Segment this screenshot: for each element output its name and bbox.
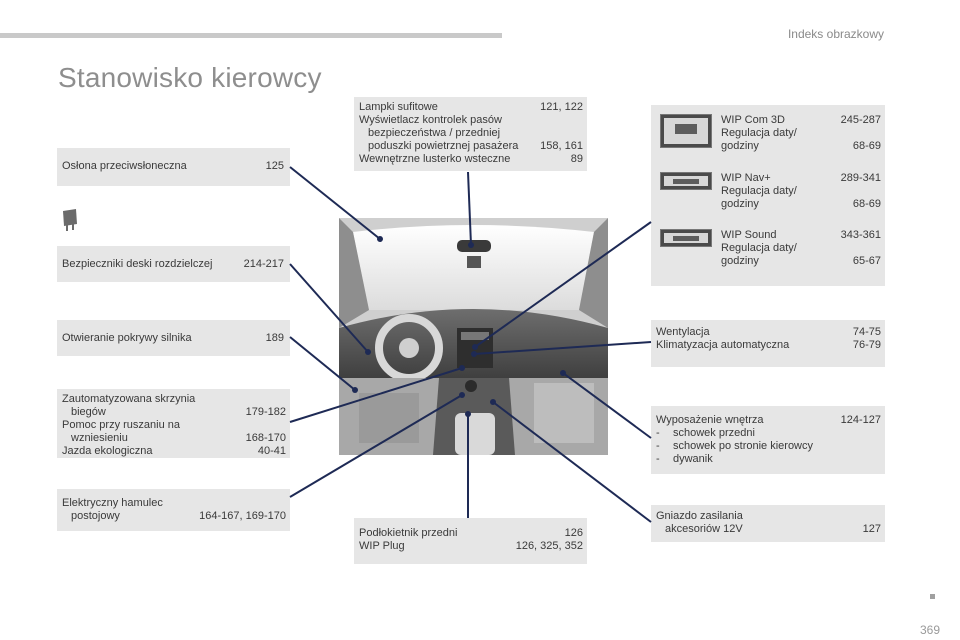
pages: 343-361 <box>840 229 881 241</box>
line: Klimatyzacja automatyczna <box>656 339 790 351</box>
line: godziny <box>721 255 759 267</box>
box-wentylacja: Wentylacja 74-75 Klimatyzacja automatyczn… <box>651 320 885 367</box>
pages: 40-41 <box>257 445 286 457</box>
pages: 189 <box>265 332 284 344</box>
box-bezpieczniki: Bezpieczniki deski rozdzielczej 214-217 <box>57 246 290 282</box>
line: biegów <box>71 406 106 418</box>
list-item: schowek po stronie kierowcy <box>673 440 814 452</box>
line: Regulacja daty/ <box>721 185 797 197</box>
box-hamulec: Elektryczny hamulec postojowy 164-167, 16… <box>57 489 290 531</box>
box-lampki: Lampki sufitowe 121, 122 Wyświetlacz kont… <box>354 97 587 171</box>
label: Otwieranie pokrywy silnika <box>62 332 192 344</box>
line: Regulacja daty/ <box>721 242 797 254</box>
box-skrzynia: Zautomatyzowana skrzynia biegów 179-182 P… <box>57 389 290 458</box>
header-bar <box>0 33 502 38</box>
line: Gniazdo zasilania <box>656 510 743 522</box>
pages: 168-170 <box>245 432 286 444</box>
pages: 179-182 <box>245 406 286 418</box>
box-gniazdo: Gniazdo zasilania akcesoriów 12V 127 <box>651 505 885 542</box>
box-oslona: Osłona przeciwsłoneczna 125 <box>57 148 290 186</box>
wip-nav-text: WIP Nav+ 289-341 Regulacja daty/ godziny 6… <box>721 172 881 211</box>
pages: 68-69 <box>852 140 881 152</box>
pages: 121, 122 <box>540 101 583 113</box>
line: wzniesieniu <box>71 432 128 444</box>
line: Wentylacja <box>656 326 710 338</box>
pages: 68-69 <box>852 198 881 210</box>
label: Bezpieczniki deski rozdzielczej <box>62 258 213 270</box>
wip-nav-radio-image <box>660 172 712 190</box>
page-title: Stanowisko kierowcy <box>58 62 322 93</box>
line: WIP Com 3D <box>721 114 785 126</box>
line: Wyświetlacz kontrolek pasów <box>359 114 502 126</box>
box-otwieranie: Otwieranie pokrywy silnika 189 <box>57 320 290 356</box>
pages: 126 <box>564 527 583 539</box>
line: bezpieczeństwa / przedniej <box>368 127 501 139</box>
line: postojowy <box>71 510 120 522</box>
pages: 214-217 <box>243 258 284 270</box>
line: Lampki sufitowe <box>359 101 438 113</box>
label: Osłona przeciwsłoneczna <box>62 160 187 172</box>
pages: 126, 325, 352 <box>515 540 583 552</box>
line: Wewnętrzne lusterko wsteczne <box>359 153 511 165</box>
line: akcesoriów 12V <box>665 523 743 535</box>
fuse-icon <box>61 208 79 233</box>
pages: 65-67 <box>852 255 881 267</box>
section-title: Indeks obrazkowy <box>787 27 884 41</box>
list-item: dywanik <box>673 453 713 465</box>
line: godziny <box>721 198 759 210</box>
pages: 76-79 <box>852 339 881 351</box>
wip-com-text: WIP Com 3D 245-287 Regulacja daty/ godzin… <box>721 114 881 153</box>
pages: 124-127 <box>840 414 881 426</box>
line: poduszki powietrznej pasażera <box>368 140 519 152</box>
line: Regulacja daty/ <box>721 127 797 139</box>
page-marker <box>930 594 935 599</box>
pages: 125 <box>265 160 284 172</box>
line: godziny <box>721 140 759 152</box>
pages: 89 <box>570 153 583 165</box>
box-podlokietnik: Podłokietnik przedni 126 WIP Plug 126, 325… <box>354 518 587 564</box>
list-item: schowek przedni <box>673 427 755 439</box>
line: Zautomatyzowana skrzynia <box>62 393 196 405</box>
wip-com-radio-image <box>660 114 712 148</box>
line: Wyposażenie wnętrza <box>656 414 764 426</box>
pages: 245-287 <box>840 114 881 126</box>
line: Jazda ekologiczna <box>62 445 153 457</box>
pages: 127 <box>862 523 881 535</box>
page-number: 369 <box>919 623 940 637</box>
line: WIP Plug <box>359 540 405 552</box>
pages: 158, 161 <box>540 140 583 152</box>
wip-sound-text: WIP Sound 343-361 Regulacja daty/ godziny… <box>721 229 881 268</box>
dashboard-illustration <box>339 218 608 455</box>
pages: 164-167, 169-170 <box>199 510 286 522</box>
wip-sound-radio-image <box>660 229 712 247</box>
line: Pomoc przy ruszaniu na <box>62 419 180 431</box>
line: WIP Nav+ <box>721 172 771 184</box>
line: Podłokietnik przedni <box>359 527 458 539</box>
pages: 289-341 <box>840 172 881 184</box>
line: WIP Sound <box>721 229 777 241</box>
line: Elektryczny hamulec <box>62 497 163 509</box>
pages: 74-75 <box>852 326 881 338</box>
